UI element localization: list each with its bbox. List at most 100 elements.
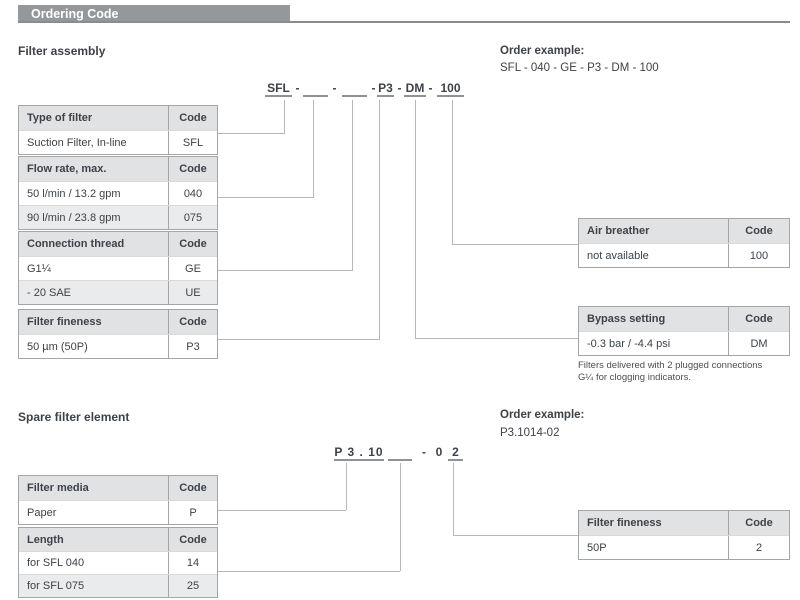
- connector-line: [284, 100, 285, 133]
- cell-code: 2: [755, 541, 763, 554]
- table-air-breather: Air breather Code not available 100: [578, 218, 790, 268]
- table-row: G1¼ GE: [19, 256, 217, 280]
- page-title: Ordering Code: [31, 7, 119, 21]
- code-dash: -: [397, 81, 402, 95]
- bypass-note: Filters delivered with 2 plugged connect…: [578, 360, 763, 383]
- header-cell: Air breather: [579, 219, 729, 243]
- code-segment-2: 2: [448, 445, 463, 461]
- header-cell: Type of filter: [19, 106, 169, 130]
- cell-code: 075: [183, 211, 203, 224]
- cell-label: 50 µm (50P): [19, 335, 169, 358]
- table-connection-thread: Connection thread Code G1¼ GE - 20 SAE U…: [18, 231, 218, 305]
- header-cell: Flow rate, max.: [19, 157, 169, 181]
- header-cell-code: Code: [179, 238, 207, 250]
- table-type-of-filter: Type of filter Code Suction Filter, In-l…: [18, 105, 218, 155]
- table-header-row: Filter fineness Code: [579, 511, 789, 535]
- connector-line: [218, 133, 285, 134]
- table-bypass-setting: Bypass setting Code -0.3 bar / -4.4 psi …: [578, 306, 790, 356]
- header-cell: Connection thread: [19, 232, 169, 256]
- code-segment-sfl: SFL: [265, 81, 292, 97]
- connector-line: [218, 270, 353, 271]
- table-header-row: Length Code: [19, 528, 217, 551]
- table-row: - 20 SAE UE: [19, 280, 217, 304]
- table-filter-fineness: Filter fineness Code 50 µm (50P) P3: [18, 309, 218, 359]
- table-row: Suction Filter, In-line SFL: [19, 130, 217, 154]
- header-cell: Filter fineness: [579, 511, 729, 535]
- order-example-value: SFL - 040 - GE - P3 - DM - 100: [500, 62, 659, 74]
- code-segment-dm: DM: [404, 81, 426, 97]
- cell-label: Suction Filter, In-line: [19, 131, 169, 154]
- cell-code: DM: [750, 337, 768, 350]
- cell-label: 50P: [579, 536, 729, 559]
- table-row: 90 l/min / 23.8 gpm 075: [19, 205, 217, 229]
- table-row: 50 l/min / 13.2 gpm 040: [19, 181, 217, 205]
- code-segment-100: 100: [437, 81, 464, 97]
- cell-code: P3: [186, 340, 200, 353]
- cell-label: for SFL 040: [19, 552, 169, 574]
- connector-line: [218, 197, 314, 198]
- section-title-bar: Ordering Code: [18, 5, 290, 23]
- header-cell-code: Code: [745, 313, 773, 325]
- code-segment-p3: P3: [377, 81, 394, 97]
- code-dash: -: [422, 445, 426, 459]
- header-cell-code: Code: [179, 112, 207, 124]
- table-flow-rate: Flow rate, max. Code 50 l/min / 13.2 gpm…: [18, 156, 218, 230]
- code-dash: -: [332, 81, 337, 95]
- table-spare-filter-fineness: Filter fineness Code 50P 2: [578, 510, 790, 560]
- connector-line: [218, 571, 400, 572]
- header-cell: Filter media: [19, 476, 169, 500]
- connector-line: [346, 463, 347, 510]
- header-cell: Length: [19, 528, 169, 551]
- header-cell-code: Code: [179, 482, 207, 494]
- table-row: for SFL 040 14: [19, 551, 217, 574]
- filter-assembly-heading: Filter assembly: [18, 44, 106, 58]
- cell-label: 50 l/min / 13.2 gpm: [19, 182, 169, 205]
- cell-code: 040: [183, 187, 203, 200]
- connector-line: [452, 244, 578, 245]
- table-header-row: Filter fineness Code: [19, 310, 217, 334]
- table-header-row: Connection thread Code: [19, 232, 217, 256]
- connector-line: [453, 535, 578, 536]
- cell-label: -0.3 bar / -4.4 psi: [579, 332, 729, 355]
- header-cell-code: Code: [179, 316, 207, 328]
- table-header-row: Filter media Code: [19, 476, 217, 500]
- code-blank-segment: [303, 81, 328, 97]
- cell-code: 100: [749, 249, 769, 262]
- cell-label: not available: [579, 244, 729, 267]
- table-length: Length Code for SFL 040 14 for SFL 075 2…: [18, 527, 218, 598]
- cell-code: UE: [185, 286, 201, 299]
- cell-label: 90 l/min / 23.8 gpm: [19, 206, 169, 229]
- header-cell-code: Code: [179, 163, 207, 175]
- connector-line: [400, 463, 401, 571]
- header-cell: Filter fineness: [19, 310, 169, 334]
- code-dash: -: [428, 81, 433, 95]
- code-dash: -: [295, 81, 300, 95]
- table-header-row: Type of filter Code: [19, 106, 217, 130]
- table-header-row: Bypass setting Code: [579, 307, 789, 331]
- table-row: Paper P: [19, 500, 217, 524]
- order-example-label: Order example:: [500, 45, 585, 57]
- header-cell-code: Code: [179, 533, 207, 546]
- connector-line: [352, 100, 353, 270]
- connector-line: [415, 100, 416, 338]
- cell-label: Paper: [19, 501, 169, 524]
- header-cell-code: Code: [745, 517, 773, 529]
- code-blank-segment: [388, 445, 412, 461]
- connector-line: [453, 463, 454, 535]
- cell-code: GE: [185, 262, 201, 275]
- connector-line: [218, 339, 380, 340]
- cell-code: SFL: [182, 136, 204, 149]
- table-row: 50 µm (50P) P3: [19, 334, 217, 358]
- table-row: 50P 2: [579, 535, 789, 559]
- table-row: for SFL 075 25: [19, 574, 217, 597]
- code-segment-0: 0: [435, 445, 443, 459]
- connector-line: [379, 100, 380, 339]
- cell-label: - 20 SAE: [19, 281, 169, 304]
- order-example-label: Order example:: [500, 409, 585, 421]
- code-dash: -: [371, 81, 376, 95]
- spare-filter-element-heading: Spare filter element: [18, 410, 130, 424]
- table-row: -0.3 bar / -4.4 psi DM: [579, 331, 789, 355]
- connector-line: [415, 338, 578, 339]
- table-header-row: Flow rate, max. Code: [19, 157, 217, 181]
